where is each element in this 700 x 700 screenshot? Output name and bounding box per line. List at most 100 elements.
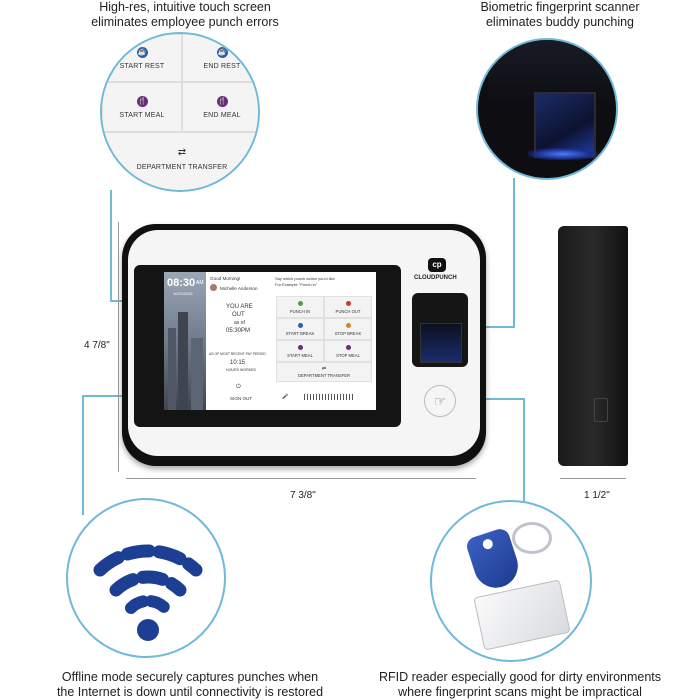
width-dimension: 7 3/8" (290, 490, 316, 501)
coffee-cup-icon: ☕ (136, 46, 148, 58)
offline-zoom-circle (66, 498, 226, 658)
end-meal-button[interactable]: 🍴 END MEAL (182, 82, 258, 132)
status-line: as of (234, 320, 245, 326)
clock-time: 08:30 (167, 277, 196, 289)
punch-in-icon (297, 301, 303, 306)
connector-line (513, 178, 515, 328)
start-rest-button[interactable]: ☕ START REST (102, 34, 182, 82)
fingerprint-reader (412, 293, 468, 367)
status-line: OUT (232, 312, 245, 318)
caption-text: where fingerprint scans might be impract… (398, 685, 642, 699)
depth-dimension-line (560, 478, 626, 479)
tile-label: PUNCH IN (289, 309, 311, 314)
wifi-icon (93, 544, 203, 641)
tile-label: DEPARTMENT TRANSFER (297, 373, 351, 378)
width-dimension-line (126, 478, 476, 479)
rfid-caption: RFID reader especially good for dirty en… (360, 670, 680, 700)
offline-caption: Offline mode securely captures punches w… (30, 670, 350, 700)
power-icon: ⏻ (236, 384, 241, 390)
punch-in-button[interactable]: PUNCH IN (276, 296, 324, 318)
caption-text: eliminates employee punch errors (91, 15, 279, 29)
fingerprint-zoom-circle (476, 38, 618, 180)
status-line: YOU ARE (226, 304, 253, 310)
microphone-icon: 🎤 (282, 394, 289, 400)
hours-worked: 10:15 (230, 360, 246, 366)
building-shape (191, 338, 203, 410)
stop-break-button[interactable]: STOP BREAK (324, 318, 372, 340)
utensils-icon (345, 345, 351, 350)
start-break-button[interactable]: START BREAK (276, 318, 324, 340)
button-label: END MEAL (203, 111, 241, 119)
utensils-icon: 🍴 (136, 95, 148, 107)
connector-line (110, 300, 130, 302)
stop-meal-button-small[interactable]: STOP MEAL (324, 340, 372, 362)
brand-name: CLOUDPUNCH (414, 275, 457, 281)
fingerprint-caption: Biometric fingerprint scanner eliminates… (455, 0, 665, 30)
fob-hole (481, 537, 495, 551)
end-rest-button[interactable]: ☕ END REST (182, 34, 258, 82)
punch-out-icon (345, 301, 351, 306)
building-shape (168, 328, 176, 410)
sign-out-button[interactable]: SIGN OUT (230, 396, 253, 401)
depth-dimension: 1 1/2" (584, 490, 610, 501)
voice-waveform (304, 394, 354, 400)
tile-label: STOP BREAK (334, 331, 362, 336)
employee-name: Michelle Anderson (220, 286, 258, 291)
coffee-cup-icon (345, 323, 351, 328)
button-label: START MEAL (119, 111, 165, 119)
scanner-housing (488, 40, 610, 100)
fingerprint-sensor-small (420, 323, 462, 363)
avatar (210, 284, 217, 291)
connector-line (82, 395, 126, 397)
tile-label: START MEAL (287, 353, 313, 358)
period-label: AS OF MOST RECENT PAY PERIOD (209, 352, 266, 356)
tile-label: STOP MEAL (336, 353, 360, 358)
button-label: START REST (119, 62, 165, 70)
connector-line (483, 398, 525, 400)
clock-ampm: AM (196, 280, 204, 286)
rfid-touch-icon: ☞ (424, 385, 456, 417)
coffee-cup-icon (297, 323, 303, 328)
button-label: DEPARTMENT TRANSFER (136, 164, 228, 171)
connector-line (523, 398, 525, 516)
tile-label: PUNCH OUT (335, 309, 361, 314)
rfid-zoom-circle (430, 500, 592, 662)
rfid-card (473, 579, 571, 651)
caption-text: High-res, intuitive touch screen (99, 0, 271, 14)
device-side-view (558, 226, 628, 466)
connector-line (82, 395, 84, 515)
caption-text: the Internet is down until connectivity … (56, 685, 324, 699)
shuffle-icon: ⇄ (321, 366, 327, 372)
caption-text: RFID reader especially good for dirty en… (378, 670, 662, 684)
status-panel: Good Morning! Michelle Anderson YOU ARE … (206, 272, 272, 410)
touchscreen-zoom-circle: ☕ START REST ☕ END REST 🍴 START MEAL 🍴 E… (100, 32, 260, 192)
status-time: 05:30PM (226, 328, 251, 334)
department-transfer-button-small[interactable]: ⇄DEPARTMENT TRANSFER (276, 362, 372, 382)
sensor-glow (528, 148, 598, 160)
punch-out-button[interactable]: PUNCH OUT (324, 296, 372, 318)
tile-label: START BREAK (285, 331, 315, 336)
voice-prompt: Say which punch action you'd like (275, 276, 335, 281)
hours-label: HOURS WORKED (226, 368, 257, 372)
start-meal-button[interactable]: 🍴 START MEAL (102, 82, 182, 132)
connector-line (484, 326, 515, 328)
touchscreen-caption: High-res, intuitive touch screen elimina… (70, 0, 300, 30)
caption-text: Biometric fingerprint scanner (480, 0, 640, 14)
caption-text: Offline mode securely captures punches w… (61, 670, 319, 684)
building-shape (178, 312, 188, 410)
voice-example: For Example "Punch in" (275, 282, 318, 287)
city-photo: 08:30 AM 10/21/2021 (164, 272, 206, 410)
greeting-text: Good Morning! (210, 276, 241, 281)
button-label: END REST (203, 62, 241, 70)
department-transfer-button[interactable]: ⇄ DEPARTMENT TRANSFER (102, 132, 258, 190)
utensils-icon (297, 345, 303, 350)
shuffle-icon: ⇄ (177, 147, 187, 158)
coffee-cup-icon: ☕ (216, 46, 228, 58)
utensils-icon: 🍴 (216, 95, 228, 107)
caption-text: eliminates buddy punching (485, 15, 635, 29)
start-meal-button-small[interactable]: START MEAL (276, 340, 324, 362)
clock-date: 10/21/2021 (173, 291, 194, 296)
connector-line (110, 190, 112, 302)
height-dimension-line (118, 222, 119, 472)
usb-port (594, 398, 608, 422)
